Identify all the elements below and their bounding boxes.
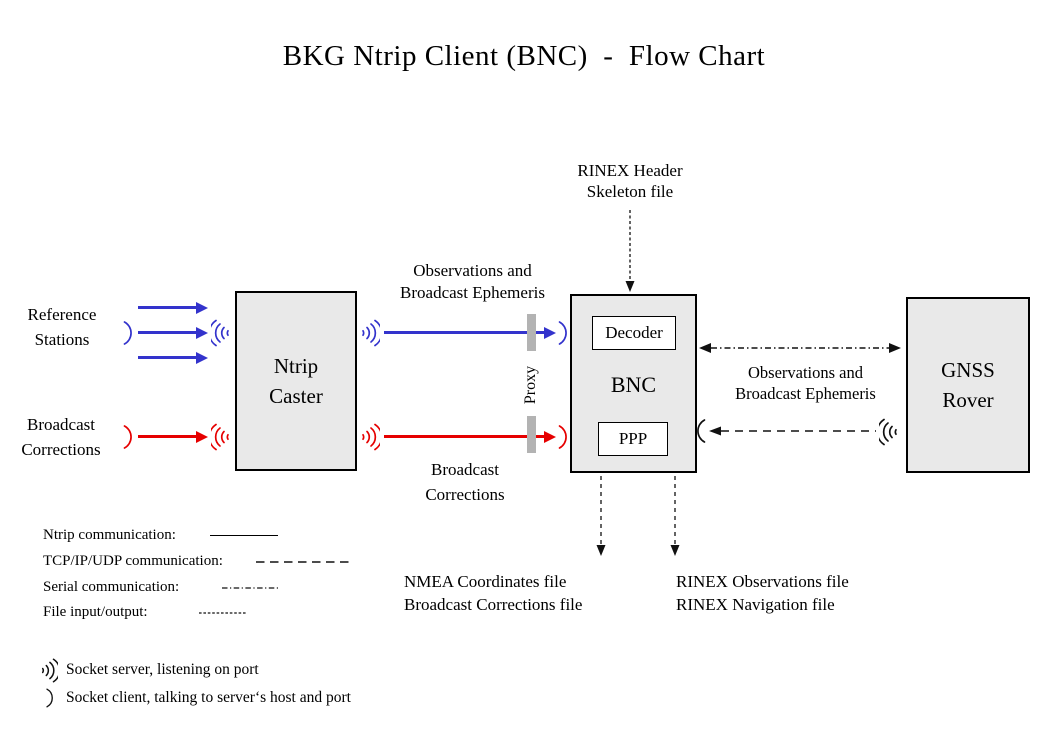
- file-output-arrow: [596, 476, 606, 556]
- obs-ephemeris-arrow: [384, 326, 556, 339]
- legend-ntrip-label: Ntrip communication:: [43, 527, 176, 543]
- gnss-rover-label: GNSS Rover: [941, 358, 995, 412]
- file-input-arrow: [625, 210, 635, 292]
- socket-client-icon: [123, 425, 132, 449]
- reference-stations-label: Reference Stations: [27, 305, 97, 349]
- rinex-files-label: RINEX Observations file RINEX Navigation…: [676, 572, 849, 614]
- ntrip-arrow: [138, 430, 208, 443]
- socket-server-icon: [362, 423, 380, 451]
- broadcast-corrections-source-label: Broadcast Corrections: [21, 415, 101, 459]
- obs-ephemeris-left-label: Observations and Broadcast Ephemeris: [400, 261, 545, 302]
- proxy-label: Proxy: [522, 365, 539, 405]
- socket-server-icon: [211, 423, 229, 451]
- tcp-udp-communication-arrow: [709, 426, 876, 436]
- socket-server-icon: [362, 319, 380, 347]
- legend-serial-line: [222, 587, 278, 589]
- socket-server-legend-icon: [41, 658, 58, 683]
- page-title: BKG Ntrip Client (BNC) - Flow Chart: [282, 40, 766, 72]
- broadcast-corrections-arrow: [384, 430, 556, 443]
- legend-tcp-label: TCP/IP/UDP communication:: [43, 553, 223, 569]
- legend-file-label: File input/output:: [43, 604, 148, 620]
- bnc-label: BNC: [610, 372, 657, 397]
- socket-client-legend-icon: [46, 688, 53, 708]
- ntrip-arrow: [138, 326, 208, 339]
- decoder-box: Decoder: [592, 316, 676, 350]
- socket-server-icon: [879, 418, 897, 446]
- ppp-box: PPP: [598, 422, 668, 456]
- socket-server-icon: [211, 319, 229, 347]
- socket-client-icon: [558, 425, 567, 449]
- ntrip-caster-box: Ntrip Caster: [235, 291, 357, 471]
- ppp-label: PPP: [618, 429, 648, 448]
- file-output-arrow: [670, 476, 680, 556]
- ntrip-arrow: [138, 351, 208, 364]
- rinex-header-skeleton-label: RINEX Header Skeleton file: [577, 161, 683, 201]
- legend-serial-label: Serial communication:: [43, 579, 180, 595]
- socket-server-legend-label: Socket server, listening on port: [66, 661, 259, 678]
- legend-tcp-line: [256, 561, 351, 563]
- nmea-files-label: NMEA Coordinates file Broadcast Correcti…: [404, 572, 583, 614]
- obs-ephemeris-right-label: Observations and Broadcast Ephemeris: [735, 363, 876, 403]
- socket-client-icon: [697, 419, 706, 443]
- decoder-label: Decoder: [605, 323, 663, 342]
- socket-client-legend-label: Socket client, talking to server‘s host …: [66, 689, 351, 706]
- legend-file-line: [199, 612, 247, 614]
- serial-communication-arrow: [699, 343, 901, 353]
- socket-client-icon: [558, 321, 567, 345]
- proxy-bar: [527, 314, 536, 351]
- socket-client-icon: [123, 321, 132, 345]
- ntrip-caster-label: Ntrip Caster: [269, 354, 323, 408]
- legend-ntrip-line: [210, 535, 278, 536]
- proxy-bar: [527, 416, 536, 453]
- ntrip-arrow: [138, 301, 208, 314]
- broadcast-corrections-mid-label: Broadcast Corrections: [425, 460, 505, 504]
- gnss-rover-box: GNSS Rover: [906, 297, 1030, 473]
